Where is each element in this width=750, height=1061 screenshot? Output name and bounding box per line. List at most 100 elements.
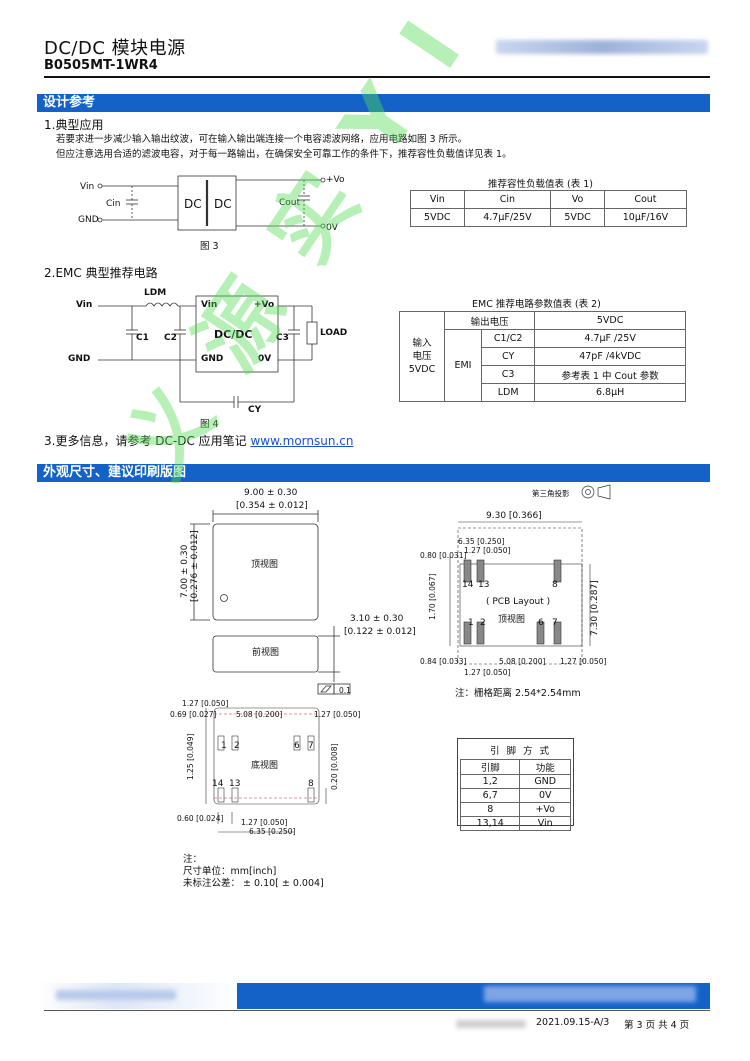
height-in: [0.122 ± 0.012] [344,627,416,637]
pin-table-cell: +Vo [519,802,571,817]
footer-blurred-company [456,1020,526,1028]
pin-table-header-cell: 功能 [519,759,571,775]
fig4-vin-label: Vin [76,300,93,310]
table2-row: EMI C1/C2 4.7µF /25V [400,329,686,402]
pcb-dim-084: 0.84 [0.033] [420,657,467,666]
pcb-pin-8: 8 [552,580,558,590]
bottom-pin-13: 13 [229,779,241,789]
fig4-gnd-label: GND [68,354,91,364]
pcb-pin-13: 13 [478,580,490,590]
pin-table-header-cell: 引脚 [459,759,521,775]
table1-header-cell: Cout [603,190,688,209]
footer-date: 2021.09.15-A/3 [536,1017,610,1028]
footer-page: 第 3 页 共 4 页 [624,1020,690,1031]
bottom-dim-020: 0.20 [0.008] [330,743,339,790]
bottom-pin-14: 14 [212,779,224,789]
typical-paragraph-1: 若要求进一步减少输入输出纹波，可在输入输出端连接一个电容滤波网络，应用电路如图 … [56,134,468,145]
pin-table-cell: 6,7 [459,788,521,803]
fig3-cin-label: Cin [106,199,121,209]
pin-table-row: 1,2 GND [459,774,571,789]
pcb-pin-1: 1 [468,618,474,628]
pin-table-cell: 8 [459,802,521,817]
table2-cell: 6.8µH [534,383,686,402]
note-title: 注： [183,854,203,865]
pcb-layout-label: ( PCB Layout ) [486,597,551,607]
table1-row: 5VDC 4.7µF/25V 5VDC 10µF/16V [410,208,688,227]
dim-side-mm: 7.00 ± 0.30 [180,544,190,598]
fig4-c2-label: C2 [164,333,177,343]
table2-caption: EMC 推荐电路参数值表 (表 2) [472,299,601,310]
table2-cell: 47pF /4kVDC [534,347,686,366]
bottom-dim-127-top: 1.27 [0.050] [182,699,229,708]
pcb-pin-6: 6 [538,618,544,628]
fig3-vin-label: Vin [80,182,95,192]
footer-blurred-text-right [484,986,696,1002]
bottom-dim-125: 1.25 [0.049] [186,733,195,780]
pin-table-row: 8 +Vo [459,802,571,817]
table1-cell: 5VDC [410,208,465,227]
more-info: 3.更多信息，请参考 DC-DC 应用笔记 www.mornsun.cn [44,432,353,449]
bottom-dim-635: 6.35 [0.250] [249,827,296,836]
bottom-dim-060: 0.60 [0.024] [177,814,224,823]
pcb-pin-7: 7 [552,618,558,628]
fig4-pin-0v: 0V [258,354,272,364]
table2-cell: LDM [480,383,536,402]
pin-table-title: 引 脚 方 式 [490,746,552,757]
company-logo-blurred [496,40,708,54]
bottom-dim-508: 5.08 [0.200] [236,710,283,719]
pin-table-cell: 13,14 [459,816,521,831]
pcb-height-dim: 7.30 [0.287] [590,580,600,636]
bottom-view-label: 底视图 [251,761,279,771]
typical-heading: 1.典型应用 [44,118,104,132]
emc-heading: 2.EMC 典型推荐电路 [44,266,158,280]
pin-table-header: 引脚 功能 [459,759,571,775]
fig4-pin-vin: Vin [201,300,218,310]
pcb-top-view-label: 顶视图 [498,615,526,625]
table2-header-row: 输入 电压 5VDC 输出电压 5VDC [399,311,686,402]
fig4-ldm-label: LDM [144,288,167,298]
pcb-dim-508: 5.08 [0.200] [499,657,546,666]
fig4-cy-label: CY [248,405,262,415]
bottom-dim-069: 0.69 [0.027] [170,710,217,719]
model-number: B0505MT-1WR4 [44,58,158,73]
fig3-0v-label: 0V [326,223,338,233]
front-view-drawing [212,626,351,695]
pcb-dim-127-bottom: 1.27 [0.050] [464,668,511,677]
fig4-c1-label: C1 [136,333,149,343]
table2-cell: CY [480,347,536,366]
pcb-layout-drawing [449,521,591,665]
section-design-reference: 设计参考 [37,94,710,112]
bottom-pin-6: 6 [294,741,300,751]
table2-col-value: 5VDC [534,311,686,330]
fig3-cout-label: Cout [279,198,301,208]
pcb-dim-635: 6.35 [0.250] [458,537,505,546]
pin-table-cell: 1,2 [459,774,521,789]
bottom-dim-127-bottom: 1.27 [0.050] [241,818,288,827]
grid-note: 注：栅格距离 2.54*2.54mm [455,688,581,699]
footer-blurred-text-left [56,990,176,1000]
third-angle-projection-icon [581,484,611,500]
table2: 输入 电压 5VDC 输出电压 5VDC EMI C1/C2 4.7µF /25… [399,311,686,402]
bottom-pin-1: 1 [221,741,227,751]
top-view-label: 顶视图 [251,560,279,570]
pcb-dim-080: 0.80 [0.031] [420,551,467,560]
table2-cell: C1/C2 [480,329,536,348]
table1-caption: 推荐容性负载值表 (表 1) [488,179,593,190]
section-dimensions: 外观尺寸、建议印刷版图 [37,464,710,482]
fig3-gnd-label: GND [78,215,99,225]
table1: Vin Cin Vo Cout 5VDC 4.7µF/25V 5VDC 10µF… [410,190,688,227]
fig4-c3-label: C3 [276,333,289,343]
bottom-pin-8: 8 [308,779,314,789]
table2-cell: 4.7µF /25V [534,329,686,348]
pin-table-cell: 0V [519,788,571,803]
table2-row: LDM 6.8µH [400,383,686,402]
fig4-pin-gnd: GND [201,354,224,364]
flatness-value: 0.1 [339,686,351,695]
figure3-circuit [97,175,326,231]
table1-header-cell: Vo [550,190,605,209]
pcb-width-dim: 9.30 [0.366] [486,511,542,521]
table1-cell: 4.7µF/25V [463,208,552,227]
fig3-dc-left: DC [184,197,202,211]
mornsun-link[interactable]: www.mornsun.cn [250,434,354,448]
dim-side-in: [0.276 ± 0.012] [190,530,200,602]
